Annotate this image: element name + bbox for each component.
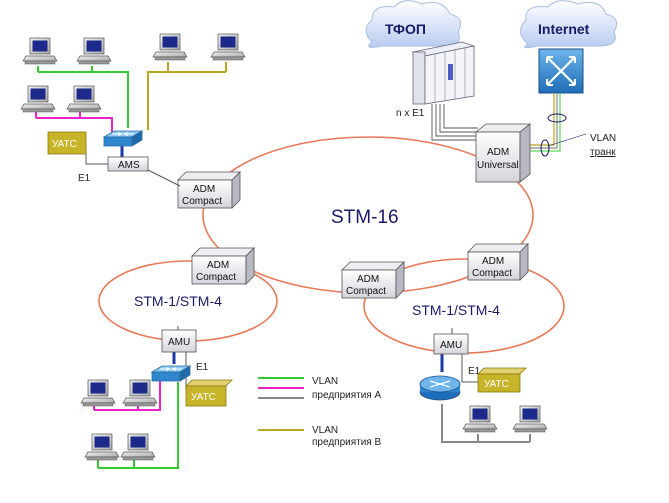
- uats-top-label: УАТС: [52, 139, 77, 150]
- pc-icon: [120, 433, 156, 461]
- legend: VLAN предприятия А VLAN предприятия В: [258, 376, 381, 448]
- vlan-trunk-label-1: VLAN: [590, 133, 616, 144]
- vlan-trunk-label-2: транк: [590, 147, 616, 158]
- pc-icon: [22, 37, 58, 65]
- pc-icon: [76, 37, 112, 65]
- amu-left-label: AMU: [168, 337, 190, 348]
- ams-label: AMS: [118, 160, 140, 171]
- adm-universal-label-1: ADM: [487, 147, 509, 158]
- uats-right-node: УАТС: [477, 367, 527, 393]
- uats-left-label: УАТС: [191, 392, 216, 403]
- ring-label-stm16: STM-16: [331, 207, 399, 228]
- router-icon: [419, 375, 461, 401]
- pc-icon: [152, 33, 188, 61]
- pc-icon: [210, 33, 246, 61]
- n-x-e1-label: n x E1: [396, 108, 425, 119]
- e1-top-label: E1: [78, 173, 91, 184]
- amu-right-label: AMU: [440, 340, 462, 351]
- legend-vlan-a-1: VLAN: [312, 376, 338, 387]
- ring-label-stm1-right: STM-1/STM-4: [412, 302, 500, 318]
- cloud-pstn-label: ТФОП: [385, 21, 426, 37]
- pc-icon: [80, 379, 116, 407]
- ams-node: AMS: [107, 156, 149, 172]
- uats-left-node: УАТС: [185, 379, 233, 407]
- adm-compact-left-node: ADM Compact: [177, 171, 241, 209]
- switch-icon: [151, 365, 191, 382]
- pc-icon: [462, 405, 498, 433]
- adm-compact-mid-left-label-1: ADM: [207, 260, 229, 271]
- amu-right-node: AMU: [433, 333, 469, 355]
- top-left-cluster: УАТС AMS E1: [20, 33, 246, 187]
- pstn-exchange-icon: [411, 41, 476, 105]
- adm-compact-mid-label-2: Compact: [346, 286, 386, 297]
- pc-icon: [20, 85, 56, 113]
- pc-icon: [122, 379, 158, 407]
- switch-icon: [103, 130, 143, 147]
- bottom-left-cluster: AMU E1 УАТС: [80, 326, 233, 469]
- bottom-right-cluster: AMU E1 УАТС: [419, 328, 548, 443]
- adm-compact-right-node: ADM Compact: [467, 243, 529, 281]
- vlan-trunk-link: [529, 93, 587, 157]
- adm-compact-mid-label-1: ADM: [357, 274, 379, 285]
- pc-icon: [512, 405, 548, 433]
- cloud-internet-label: Internet: [538, 21, 590, 37]
- adm-compact-right-label-1: ADM: [482, 256, 504, 267]
- legend-vlan-b-1: VLAN: [312, 425, 338, 436]
- e1-left-label: E1: [196, 362, 209, 373]
- pc-icon: [66, 85, 102, 113]
- adm-compact-left-label-2: Compact: [182, 196, 222, 207]
- uats-right-label: УАТС: [484, 379, 509, 390]
- adm-compact-mid-left-node: ADM Compact: [191, 247, 255, 285]
- ring-label-stm1-left: STM-1/STM-4: [134, 293, 222, 309]
- adm-compact-left-label-1: ADM: [193, 184, 215, 195]
- adm-compact-mid-node: ADM Compact: [341, 261, 405, 299]
- internet-router-icon: [538, 48, 584, 94]
- legend-vlan-a-2: предприятия А: [312, 390, 381, 401]
- adm-compact-right-label-2: Compact: [472, 268, 512, 279]
- cloud-pstn: ТФОП: [365, 0, 462, 48]
- uats-top-node: УАТС: [47, 131, 87, 155]
- e1-right-label: E1: [468, 366, 481, 377]
- cloud-internet: Internet: [520, 0, 618, 49]
- adm-compact-mid-left-label-2: Compact: [196, 272, 236, 283]
- legend-vlan-b-2: предприятия В: [312, 437, 381, 448]
- pstn-e1-links: [431, 104, 478, 141]
- pc-icon: [84, 433, 120, 461]
- adm-universal-label-2: Universal: [477, 160, 519, 171]
- amu-left-node: AMU: [161, 329, 197, 353]
- adm-universal-node: ADM Universal: [474, 123, 532, 183]
